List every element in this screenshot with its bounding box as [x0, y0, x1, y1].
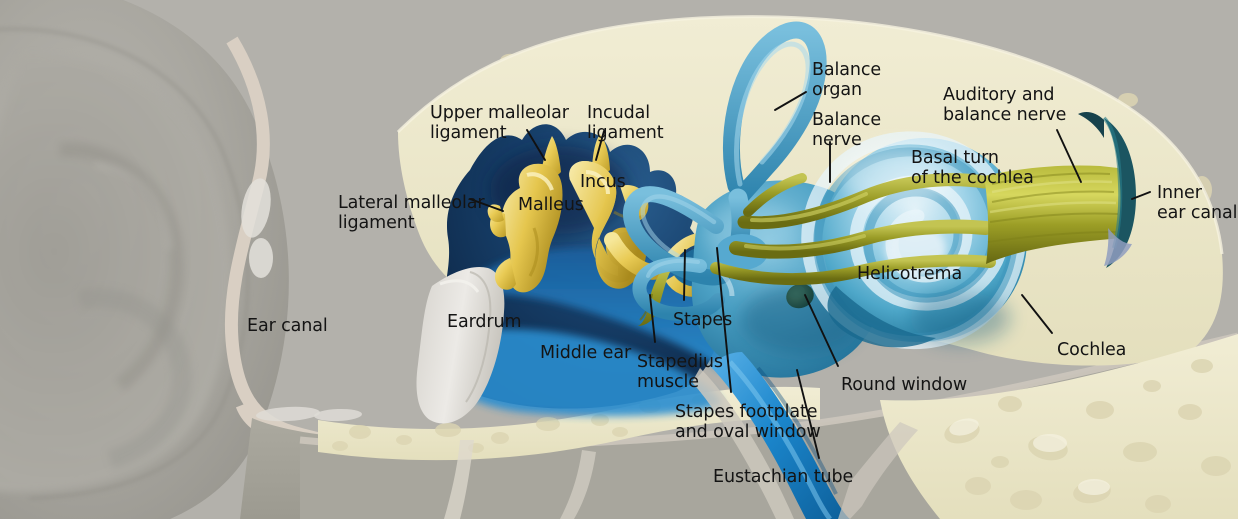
leader-lines — [469, 91, 1151, 459]
nerves — [710, 165, 1126, 286]
label-eustachian-tube: Eustachian tube — [713, 467, 854, 487]
label-middle-ear: Middle ear — [540, 343, 632, 363]
label-cochlea: Cochlea — [1057, 340, 1127, 360]
label-ear-canal: Ear canal — [247, 316, 328, 336]
label-stapedius-muscle: Stapedius muscle — [637, 352, 723, 393]
label-malleus: Malleus — [518, 195, 584, 215]
label-helicotrema: Helicotrema — [857, 264, 963, 284]
balance-nerve-branch-2 — [729, 219, 993, 259]
leader-upper-malleolar — [526, 129, 546, 161]
label-auditory-balance-nerve: Auditory and balance nerve — [943, 85, 1067, 126]
malleus — [501, 163, 563, 293]
leader-stapes — [683, 249, 686, 301]
leader-auditory-nerve — [1056, 129, 1082, 183]
eardrum — [416, 266, 505, 424]
eustachian-tube — [692, 352, 918, 519]
label-incudal-ligament: Incudal ligament — [587, 103, 664, 144]
balance-nerve-branch-3 — [710, 254, 996, 286]
lateral-malleolar-ligament — [487, 204, 504, 222]
label-round-window: Round window — [841, 375, 968, 395]
leader-lateral-malleolar — [469, 198, 504, 212]
leader-incudal-ligament — [595, 130, 605, 161]
leader-stapedius — [649, 294, 656, 343]
label-inner-ear-canal: Inner ear canal — [1157, 183, 1238, 224]
canal-gland-2 — [314, 408, 362, 422]
label-incus: Incus — [580, 172, 626, 192]
leader-round-window — [804, 294, 839, 367]
label-lateral-malleolar: Lateral malleolar ligament — [338, 193, 485, 234]
leader-inner-ear-canal — [1131, 191, 1151, 200]
canal-gland-1 — [256, 406, 320, 422]
leader-eustachian — [796, 369, 820, 459]
label-basal-turn: Basal turn of the cochlea — [911, 148, 1034, 189]
label-upper-malleolar: Upper malleolar ligament — [430, 103, 569, 144]
inner-ear-canal-lumen — [1104, 228, 1132, 266]
outer-ear-pinna — [0, 0, 289, 519]
label-eardrum: Eardrum — [447, 312, 522, 332]
label-balance-organ: Balance organ — [812, 60, 882, 101]
leader-cochlea — [1021, 294, 1053, 334]
inner-ear-canal — [1078, 112, 1136, 268]
leader-footplate — [716, 247, 732, 393]
canal-gland-4 — [249, 238, 273, 278]
auditory-balance-nerve — [984, 165, 1126, 264]
leader-balance-organ — [774, 91, 807, 111]
label-stapes: Stapes — [673, 310, 733, 330]
label-balance-nerve: Balance nerve — [812, 110, 882, 151]
label-stapes-footplate: Stapes footplate and oval window — [675, 402, 821, 443]
canal-gland-3 — [241, 178, 271, 238]
